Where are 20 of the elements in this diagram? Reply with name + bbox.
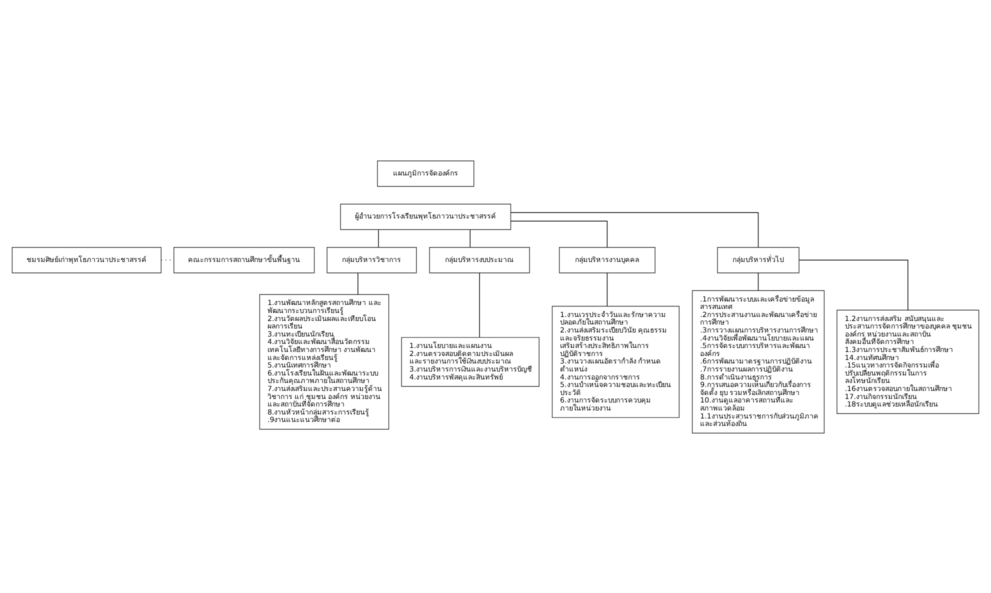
connector [758,272,759,290]
node-box: กลุ่มบริหารวิชาการ [326,246,417,273]
connector [798,259,908,310]
node-box: แผนภูมิการจัดองค์กร [377,160,474,186]
node-box: กลุ่มบริหารทั่วไป [717,246,800,273]
connector [378,228,379,247]
connector [510,220,608,248]
node-box: ผู้อำนวยการโรงเรียนพุทโธภาวนาประชาสรรค์ [340,203,512,230]
connector [606,272,608,306]
node-box: กลุ่มบริหารงานบุคคล [558,246,656,273]
connector [510,212,759,247]
node-box: กลุ่มบริหารงบประมาณ [429,246,530,273]
node-box: คณะกรรมการสถานศึกษาขั้นพื้นฐาน [174,246,315,273]
node-box: ชมรมศิษย์เก่าพุทโธภาวนาประชาสรรค์ [12,246,162,273]
node-box: 1.งานพัฒนาหลักสูตรสถานศึกษา และ พัฒนากระบวนการเรียนรู้ 2.งานวัดผลประเมินผลและเทียบโอน ผลการเรียน 3.งานทะเบียนนักเรียน 4.งานวิจัยและพัฒนาสื่อนวัตกรรม เทคโนโลยีทางการศึกษา งานพัฒนา และจัดการแหล่งเรียนรู้ 5.งานนิเทศการศึกษา 6.งานโรงเรียนในฝันและพัฒนาระบบ ประกันคุณภาพภายในสถานศึกษา 7.งานส่งเสริมและประสานความรู้ด้าน วิชาการ แก่ ชุมชน องค์กร หน่วยงาน และสถาบันที่จัดการศึกษา 8.งานหัวหน้ากลุ่มสาระการเรียนรู้ .9งานแนะแนวศึกษาต่อ [259,294,390,430]
node-box: 1.งานนโยบายและแผนงาน 2.งานตรวจสอบติดตามประเมินผล และรายงานการใช้เงินงบประมาณ 3.งานบริหารการเงินและงานบริหารบัญชี 4.งานบริหารพัสดุและสินทรัพย์ [401,336,540,386]
node-box: 1.งานเวรประจำวันและรักษาความ ปลอดภัยในสถานศึกษา 2.งานส่งเสริมระเบียบวินัย คุณธรรม และจริยธรรมงาน เสริมสร้างประสิทธิภาพในการ ปฏิบัติราชการ 3.งานวางแผนอัตรากำลัง กำหนด ตำแหน่ง 4.งานการออกจากราชการ 5.งานบำเหน็จความชอบและทะเบียน ประวัติ 6.งานการจัดระบบการควบคุม ภายในหน่วยงาน [552,305,680,418]
node-box: .1การพัฒนาระบบและเครือข่ายข้อมูล สารสนเทศ .2การประสานงานและพัฒนาเครือข่าย การศึกษา .3การวางแผนการบริหารงานการศึกษา .4งานวิจัยเพื่อพัฒนานโยบายและแผน .5การจัดระบบการบริหารและพัฒนา องค์กร .6การพัฒนามาตรฐานการปฏิบัติงาน .7การรายงานผลการปฏิบัติงาน 8.การดำเนินงานธุรการ 9.การเสนอความเห็นเกี่ยวกับเรื่องการ จัดตั้ง ยุบ รวมหรือเลิกสถานศึกษา 10.งานดูแลอาคารสถานที่และ สภาพแวดล้อม 1.1งานประสานราชการกับส่วนภูมิภาค และส่วนท้องถิ่น [692,290,825,434]
node-box: 1.2งานการส่งเสริม สนับสนุนและ ประสานการจัดการศึกษาของบุคคล ชุมชน องค์กร หน่วยงานและสถาบัน สังคมอื่นที่จัดการศึกษา 1.3งานการประชาสัมพันธ์การศึกษา 14.งานทัศนศึกษา .15แนวทางการจัดกิจกรรมเพื่อ ปรับเปลี่ยนพฤติกรรมในการ ลงโทษนักเรียน .16งานตรวจสอบภายในสถานศึกษา 17.งานกิจกรรมนักเรียน .18ระบบดูแลช่วยเหลือนักเรียน [836,309,980,414]
connector [479,272,480,338]
